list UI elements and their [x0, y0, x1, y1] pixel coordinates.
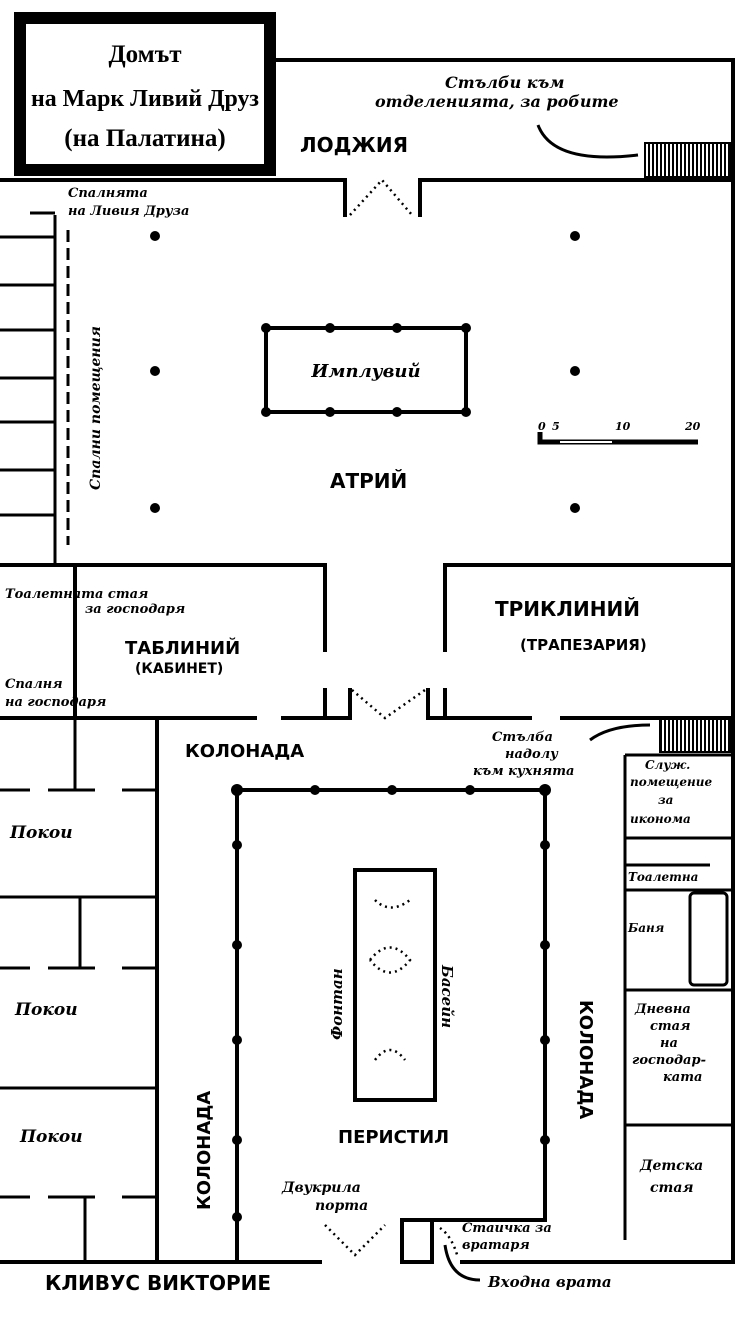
chamber-label-1: Покои [9, 823, 73, 843]
steward-note-3: за [658, 793, 673, 807]
bath-label: Баня [627, 921, 664, 935]
double-door-note-1: Двукрила [281, 1180, 361, 1196]
mistress-room-note-5: ката [663, 1070, 702, 1085]
impluvium [264, 326, 468, 414]
title-box [14, 12, 276, 176]
slave-stairs-note-2: отделенията, за робите [375, 92, 619, 111]
entrance-note: Входна врата [487, 1273, 612, 1291]
master-dressing-note-1: Тоалетната стая [5, 587, 148, 602]
kitchen-stairs [659, 717, 731, 753]
mistress-room-note-1: Дневна [634, 1002, 691, 1017]
master-bedroom-note-1: Спалня [5, 677, 63, 692]
fountain-pool [353, 868, 437, 1102]
kitchen-stairs-note-1: Стълба [492, 730, 553, 745]
chamber-label-2: Покои [14, 1000, 78, 1020]
tablinum-sublabel: (КАБИНЕТ) [135, 661, 223, 677]
atrium-label: АТРИЙ [330, 469, 407, 493]
nursery-note-2: стая [650, 1180, 694, 1196]
slave-stairs-note-1: Стълби към [445, 73, 564, 92]
bathtub [688, 891, 729, 987]
colonnade-top-label: КОЛОНАДА [185, 741, 304, 762]
impluvium-label: Имплувий [310, 361, 420, 382]
loggia-label: ЛОДЖИЯ [300, 133, 408, 157]
master-dressing-note-2: за господаря [85, 602, 185, 617]
bedrooms-note: Спални помещения [88, 326, 104, 490]
columns [150, 231, 580, 1222]
slave-stairs [644, 142, 731, 178]
scale-tick-0: 0 [538, 420, 546, 433]
mistress-room-note-4: господар- [632, 1053, 706, 1068]
peristyle-label: ПЕРИСТИЛ [338, 1127, 449, 1148]
colonnade-left-label: КОЛОНАДА [194, 1091, 215, 1210]
mistress-room-note-3: на [660, 1036, 678, 1051]
steward-note-2: помещение [630, 775, 712, 789]
fountain-label: Фонтан [328, 968, 346, 1040]
title-line-2: на Марк Ливий Друз [31, 86, 259, 112]
porter-note-2: вратаря [462, 1238, 530, 1253]
kitchen-stairs-note-2: надолу [505, 747, 559, 762]
pool-label: Басейн [438, 964, 456, 1028]
steward-note-1: Служ. [645, 758, 690, 772]
triclinium-label: ТРИКЛИНИЙ [495, 597, 640, 621]
triclinium-sublabel: (ТРАПЕЗАРИЯ) [520, 636, 647, 654]
livia-bedroom-note-1: Спалнята [68, 186, 148, 201]
porter-note-1: Стаичка за [462, 1221, 552, 1236]
colonnade-right-label: КОЛОНАДА [575, 1000, 596, 1119]
title-line-1: Домът [108, 41, 181, 68]
scale-tick-10: 10 [615, 420, 631, 433]
mistress-room-note-2: стая [650, 1019, 690, 1034]
walls [0, 58, 735, 1282]
master-bedroom-note-2: на господаря [5, 695, 106, 710]
tablinum-label: ТАБЛИНИЙ [125, 637, 240, 659]
street-label: КЛИВУС ВИКТОРИЕ [45, 1271, 271, 1295]
chamber-label-3: Покои [19, 1127, 83, 1147]
nursery-note-1: Детска [639, 1158, 703, 1174]
scale-tick-20: 20 [684, 420, 701, 433]
scale-bar: 0 5 10 20 [537, 420, 701, 445]
toilet-label: Тоалетна [628, 870, 698, 884]
title-line-3: (на Палатина) [64, 125, 225, 152]
livia-bedroom-note-2: на Ливия Друза [68, 204, 189, 219]
double-door-note-2: порта [315, 1198, 368, 1214]
steward-note-4: иконома [630, 812, 691, 826]
kitchen-stairs-note-3: към кухнята [473, 764, 574, 779]
scale-tick-5: 5 [552, 420, 560, 433]
